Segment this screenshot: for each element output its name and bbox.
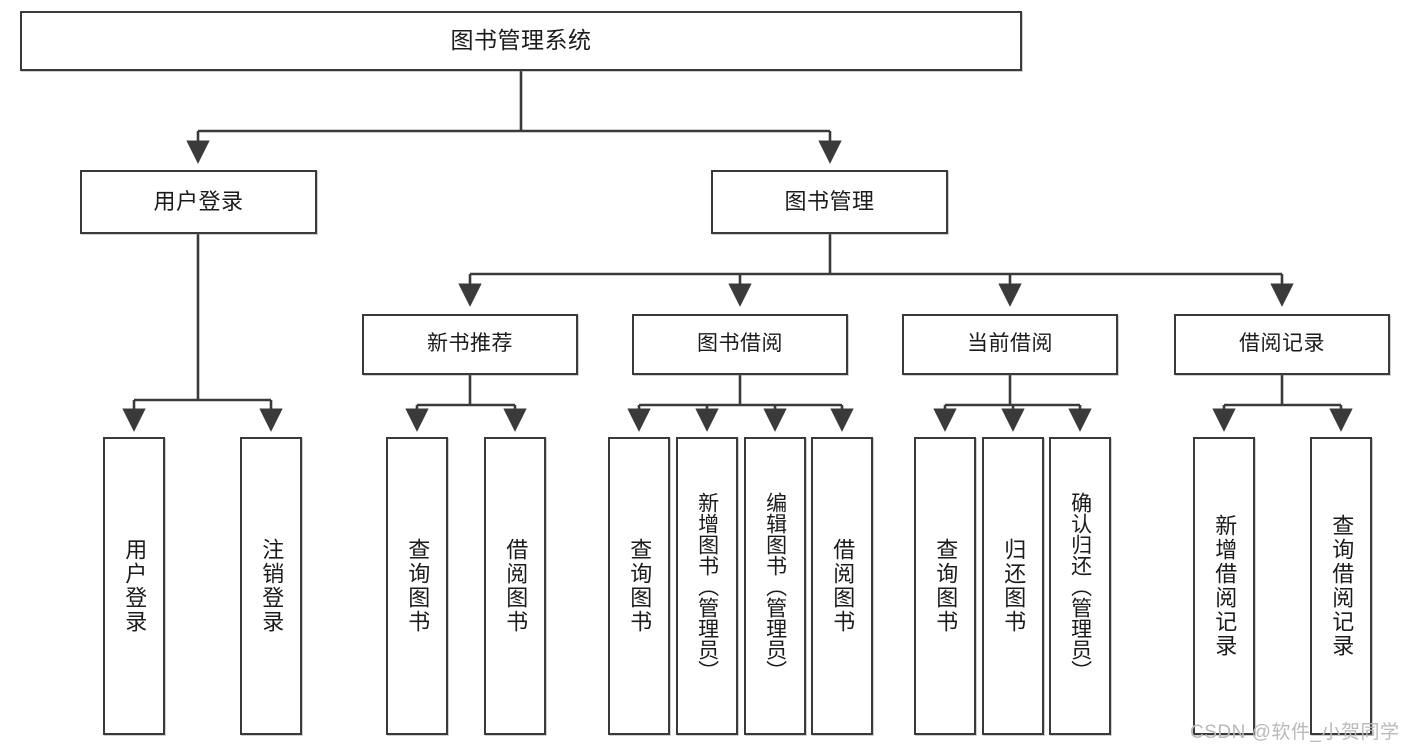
node-leaf-query-record-label: 查询借阅记录 (1329, 514, 1355, 658)
node-root[interactable]: 图书管理系统 (20, 11, 1022, 71)
node-leaf-user-login-label: 用户登录 (122, 538, 148, 634)
node-leaf-add-book-label: 新增图书（管理员） (695, 491, 719, 681)
node-leaf-confirm-return[interactable]: 确认归还（管理员） (1049, 437, 1111, 735)
node-leaf-query-book-1-label: 查询图书 (405, 538, 431, 634)
node-leaf-logout-label: 注销登录 (259, 538, 285, 634)
node-borrow-record-label: 借阅记录 (1239, 332, 1325, 356)
node-leaf-query-book-2[interactable]: 查询图书 (608, 437, 670, 735)
node-leaf-borrow-book-2-label: 借阅图书 (830, 538, 856, 634)
node-leaf-query-book-3-label: 查询图书 (933, 538, 959, 634)
node-root-label: 图书管理系统 (450, 27, 592, 54)
node-leaf-borrow-book-2[interactable]: 借阅图书 (811, 437, 873, 735)
node-book-borrow-label: 图书借阅 (697, 332, 783, 356)
node-new-book-recommend[interactable]: 新书推荐 (362, 314, 578, 375)
node-leaf-add-record[interactable]: 新增借阅记录 (1193, 437, 1255, 735)
node-user-login[interactable]: 用户登录 (80, 170, 317, 234)
node-current-borrow[interactable]: 当前借阅 (902, 314, 1118, 375)
node-leaf-borrow-book-1-label: 借阅图书 (503, 538, 529, 634)
node-borrow-record[interactable]: 借阅记录 (1174, 314, 1390, 375)
node-user-login-label: 用户登录 (153, 189, 244, 215)
node-leaf-query-record[interactable]: 查询借阅记录 (1310, 437, 1372, 735)
node-leaf-edit-book[interactable]: 编辑图书（管理员） (744, 437, 806, 735)
csdn-watermark: CSDN @软件_小贺同学 (1190, 722, 1400, 743)
node-leaf-add-record-label: 新增借阅记录 (1212, 514, 1238, 658)
node-leaf-return-book-label: 归还图书 (1001, 538, 1027, 634)
node-leaf-borrow-book-1[interactable]: 借阅图书 (484, 437, 546, 735)
node-leaf-user-login[interactable]: 用户登录 (103, 437, 165, 735)
node-new-book-recommend-label: 新书推荐 (427, 332, 513, 356)
node-book-borrow[interactable]: 图书借阅 (632, 314, 848, 375)
node-leaf-query-book-3[interactable]: 查询图书 (914, 437, 976, 735)
node-leaf-return-book[interactable]: 归还图书 (982, 437, 1044, 735)
node-book-manage[interactable]: 图书管理 (711, 170, 948, 234)
node-leaf-confirm-return-label: 确认归还（管理员） (1068, 491, 1092, 681)
node-leaf-logout[interactable]: 注销登录 (240, 437, 302, 735)
node-leaf-query-book-1[interactable]: 查询图书 (386, 437, 448, 735)
node-book-manage-label: 图书管理 (784, 189, 875, 215)
node-leaf-add-book[interactable]: 新增图书（管理员） (676, 437, 738, 735)
node-leaf-edit-book-label: 编辑图书（管理员） (763, 491, 787, 681)
node-current-borrow-label: 当前借阅 (967, 332, 1053, 356)
node-leaf-query-book-2-label: 查询图书 (627, 538, 653, 634)
